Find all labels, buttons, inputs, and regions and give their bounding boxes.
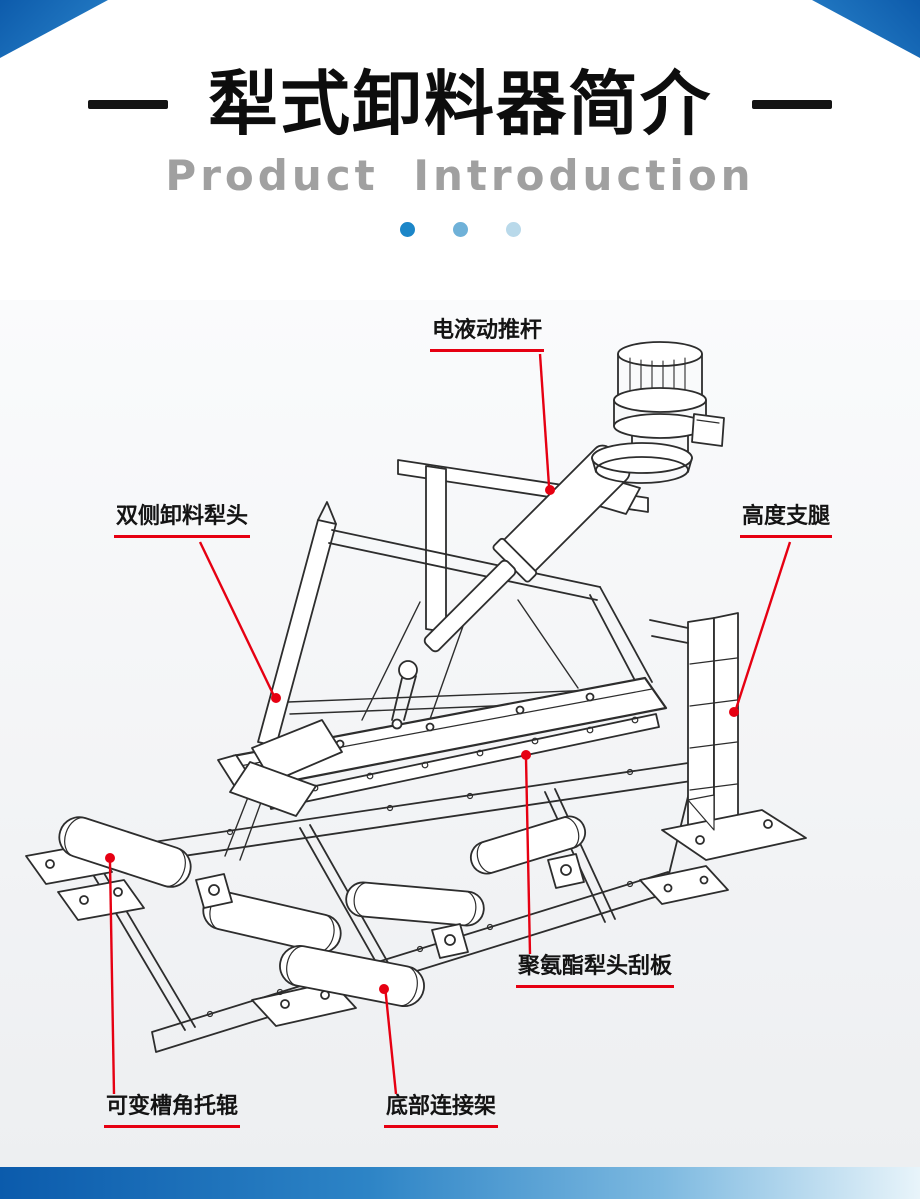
callout-line-bottom-frame [383, 985, 398, 1095]
callout-leader-lines [108, 353, 792, 1095]
dot-dark-blue [399, 221, 415, 237]
label-text: 可变槽角托辊 [106, 1094, 239, 1119]
page-subtitle: Product Introduction [165, 150, 755, 200]
dot-medium-blue [452, 221, 468, 237]
label-bottom-connection-frame: 底部连接架 [384, 1094, 499, 1129]
label-polyurethane-plow-scraper: 聚氨酯犁头刮板 [516, 954, 675, 989]
title-dash-right [752, 99, 832, 109]
support-leg [649, 612, 807, 861]
callout-line-actuator [538, 353, 551, 487]
label-text: 电液动推杆 [432, 318, 543, 343]
label-text: 聚氨酯犁头刮板 [518, 954, 673, 979]
plow-head [229, 719, 343, 817]
callout-dot-support-leg [729, 707, 739, 717]
label-text: 双侧卸料犁头 [116, 504, 249, 529]
title-row: 犁式卸料器简介 [0, 64, 920, 145]
label-double-side-plow-head: 双侧卸料犁头 [114, 504, 251, 539]
machine-drawing-svg [25, 341, 807, 1095]
dot-light-blue [505, 221, 521, 237]
label-variable-trough-angle-idler: 可变槽角托辊 [104, 1094, 241, 1129]
label-electro-hydraulic-pusher: 电液动推杆 [430, 318, 545, 353]
label-text: 底部连接架 [386, 1094, 497, 1119]
callout-dot-actuator [545, 485, 555, 495]
page-title: 犁式卸料器简介 [208, 63, 712, 145]
callout-dots [105, 485, 739, 994]
bottom-gradient-bar [0, 1167, 920, 1199]
callout-line-scraper [524, 757, 532, 955]
label-height-support-leg: 高度支腿 [740, 504, 833, 539]
title-dash-left [88, 99, 168, 109]
actuator-cylinder [391, 444, 641, 730]
motor [591, 341, 725, 484]
callout-dot-scraper [521, 750, 531, 760]
callout-dot-bottom-frame [379, 984, 389, 994]
callout-dot-plow-head [271, 693, 281, 703]
callout-line-plow-head [198, 541, 276, 697]
callout-line-idler [108, 861, 116, 1095]
label-text: 高度支腿 [742, 504, 831, 529]
callout-line-support-leg [734, 541, 792, 710]
idler-rollers [58, 815, 587, 1008]
header: 犁式卸料器简介 Product Introduction [0, 0, 920, 237]
callout-dot-idler [105, 853, 115, 863]
decorative-dots [0, 221, 920, 237]
